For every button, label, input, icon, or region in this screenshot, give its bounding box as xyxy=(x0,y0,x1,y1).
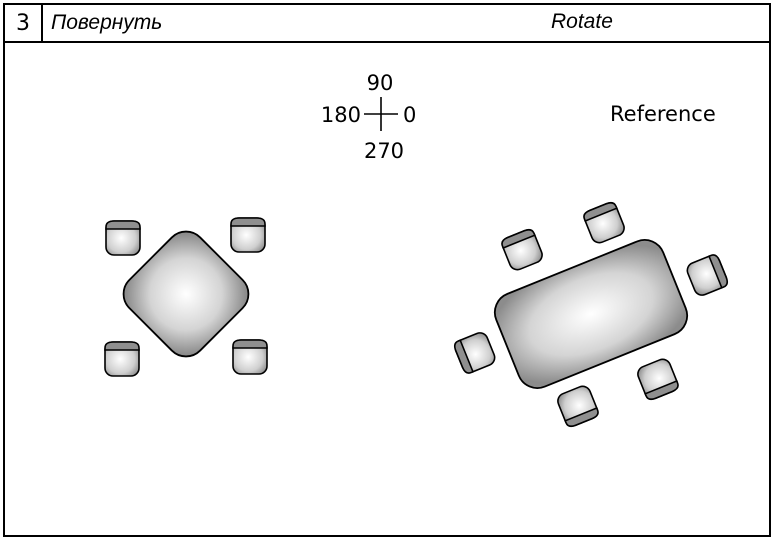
table-group-right xyxy=(451,199,731,430)
chair-left-end xyxy=(451,329,498,376)
step-number: 3 xyxy=(5,5,43,41)
table-group-left xyxy=(104,217,268,377)
compass-indicator: 90 180 0 270 xyxy=(321,71,416,163)
compass-label-180: 180 xyxy=(321,103,361,127)
chair-upper-left xyxy=(499,226,546,273)
compass-label-90: 90 xyxy=(367,71,394,95)
compass-label-270: 270 xyxy=(364,139,404,163)
chair-lower-left xyxy=(554,383,601,430)
chair-top-right xyxy=(230,217,266,253)
chair-right-end xyxy=(684,252,731,299)
title-english: Rotate xyxy=(551,10,613,33)
chair-upper-right xyxy=(581,199,628,246)
chair-bottom-left xyxy=(104,341,140,377)
drawing-frame: 3 Повернуть Rotate xyxy=(3,3,771,537)
title-bar: 3 Повернуть Rotate xyxy=(5,5,769,43)
chair-bottom-right xyxy=(232,339,268,375)
title-russian: Повернуть xyxy=(51,11,163,34)
compass-label-0: 0 xyxy=(403,103,416,127)
chair-top-left xyxy=(105,220,141,256)
reference-label: Reference xyxy=(610,102,716,126)
chair-lower-right xyxy=(634,356,681,403)
square-table xyxy=(122,230,250,358)
rectangular-table xyxy=(493,239,689,389)
